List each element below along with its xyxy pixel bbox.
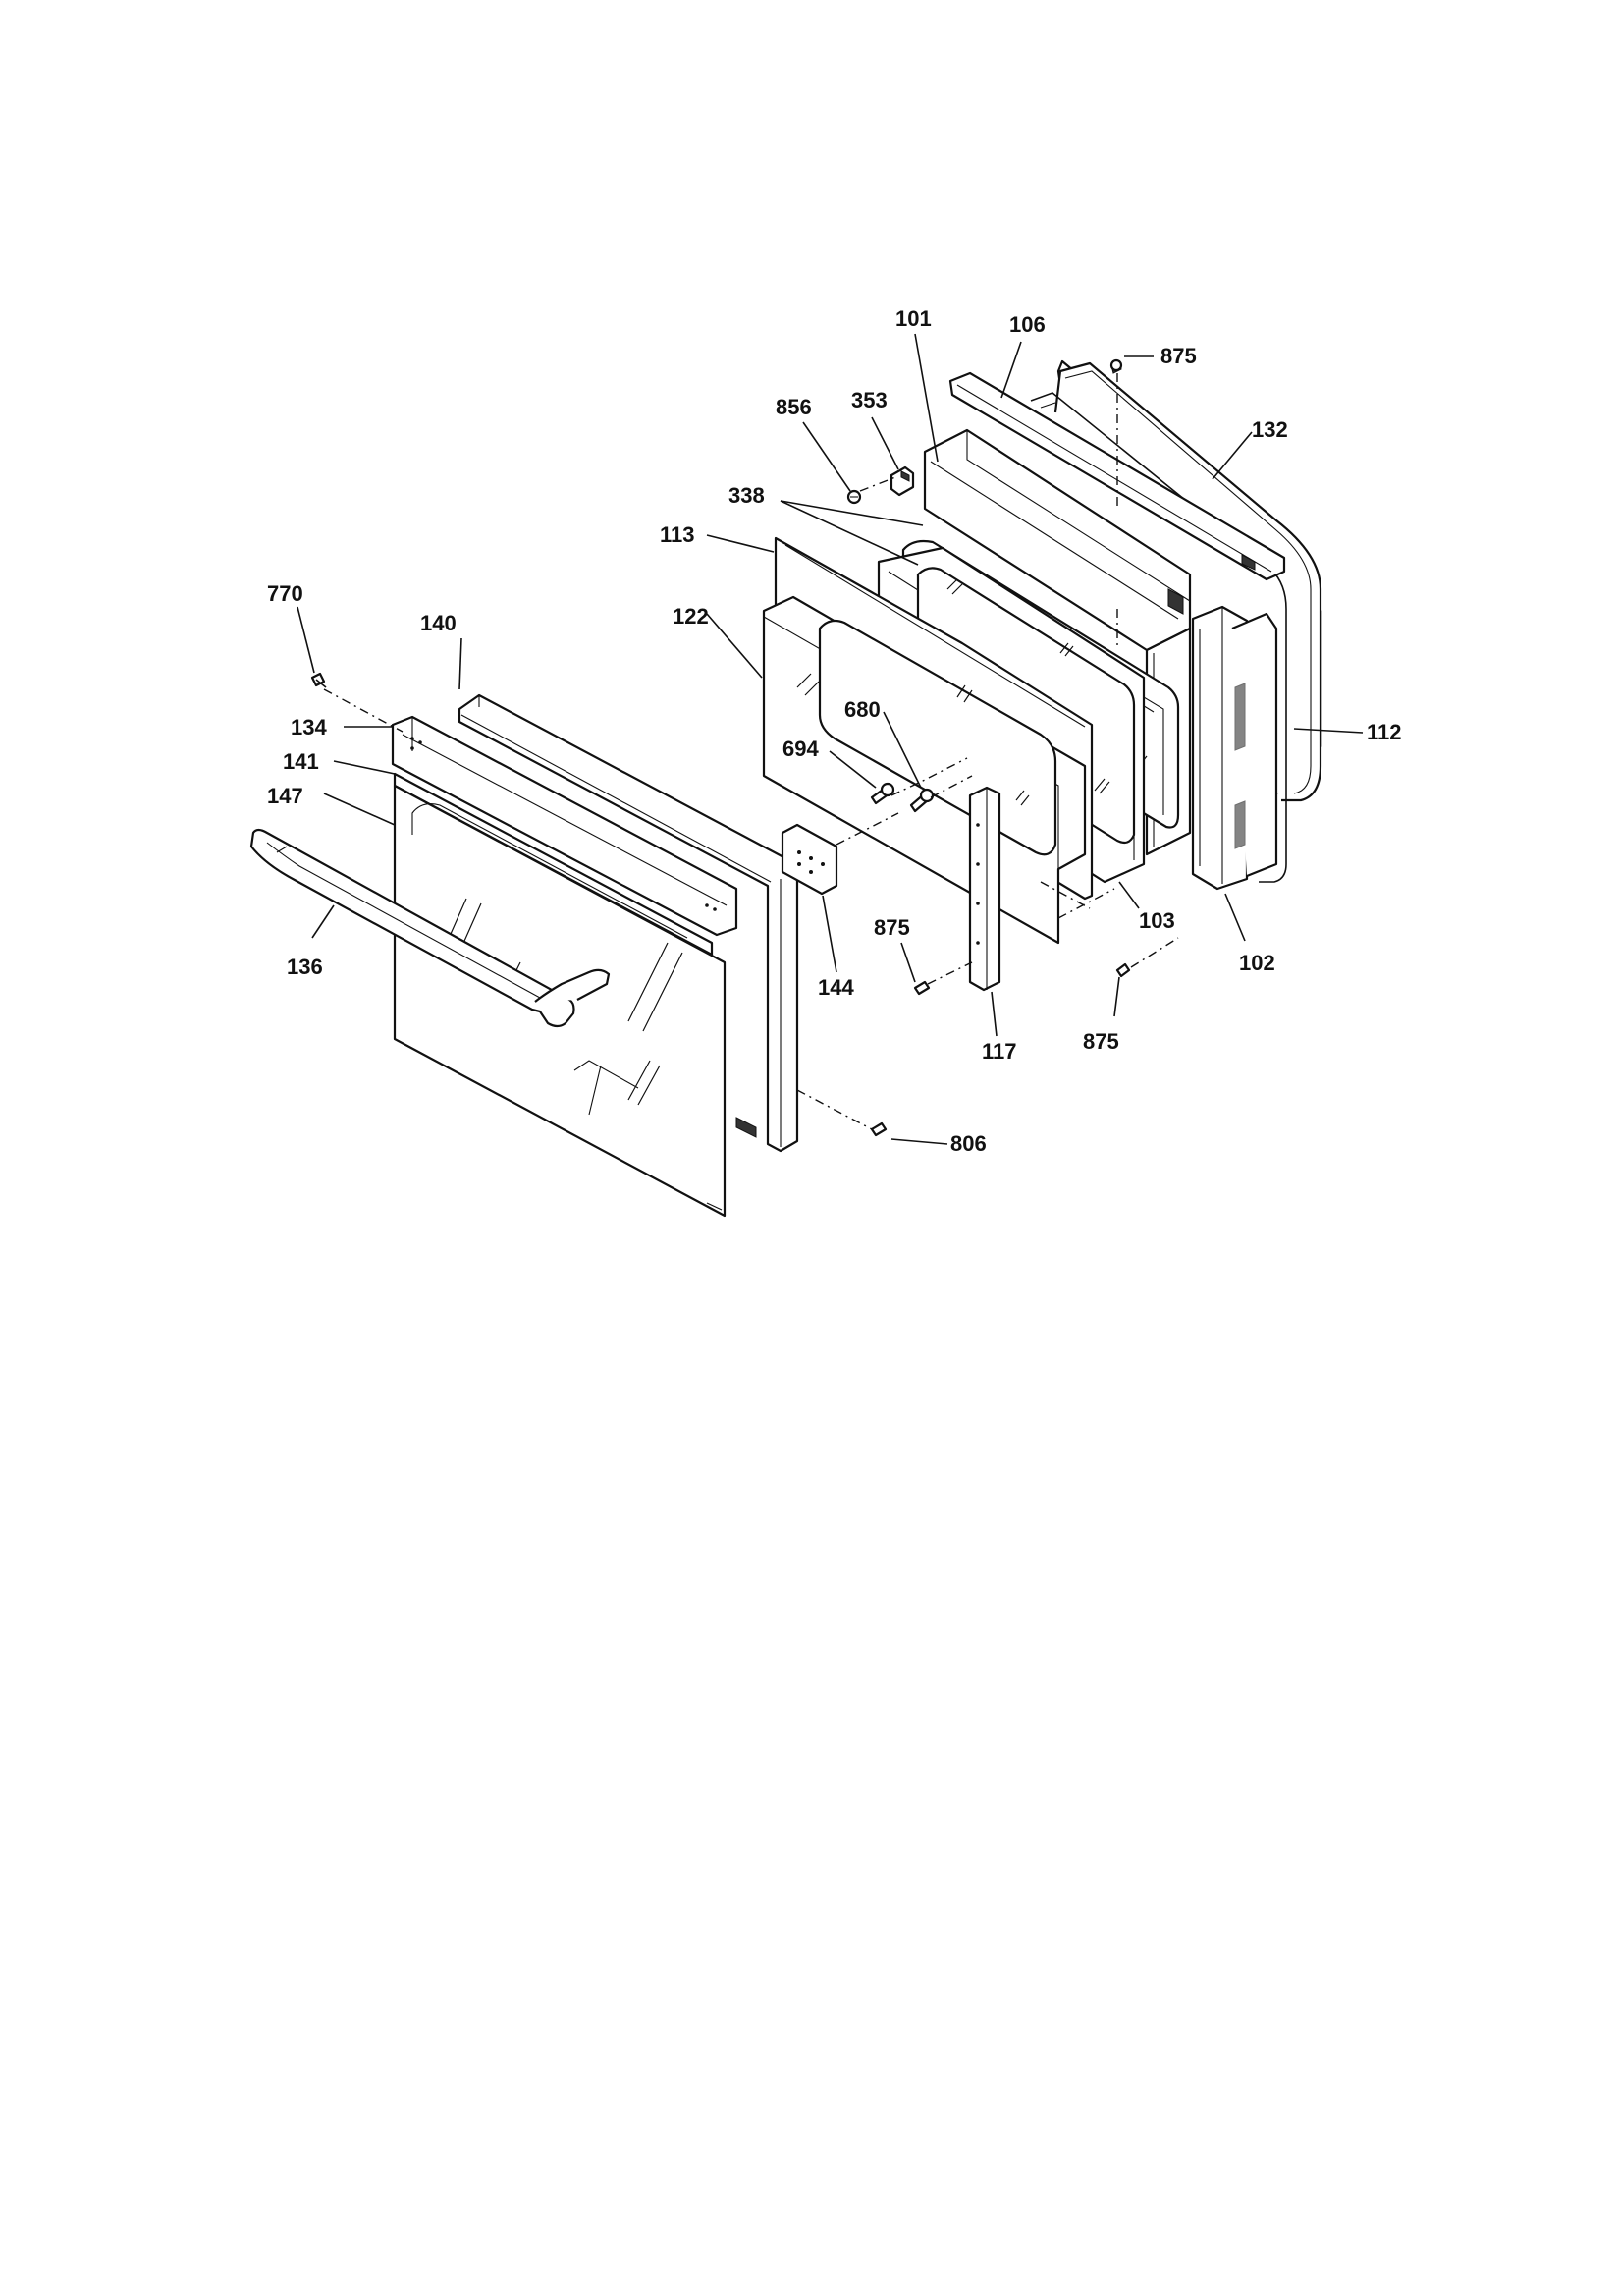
label-147: 147: [267, 784, 303, 808]
label-113: 113: [660, 522, 695, 547]
alignment-lines: [323, 373, 1179, 1130]
door-handle-136: [249, 828, 611, 1028]
label-144: 144: [818, 975, 854, 1000]
label-694: 694: [782, 737, 819, 761]
label-680: 680: [844, 697, 881, 722]
label-770: 770: [267, 581, 303, 606]
part-labels: 101 106 875 132 856 353 338 113 122 770 …: [267, 306, 1402, 1156]
label-117: 117: [982, 1039, 1017, 1064]
label-140: 140: [420, 611, 457, 635]
label-141: 141: [283, 749, 319, 774]
top-trim-134: [391, 715, 738, 937]
label-103: 103: [1139, 908, 1175, 933]
screw-694: [870, 782, 895, 805]
bracket-353: [890, 465, 915, 497]
label-806: 806: [950, 1131, 987, 1156]
label-875-mid: 875: [874, 915, 910, 940]
label-856: 856: [776, 395, 812, 419]
label-122: 122: [673, 604, 709, 629]
leader-lines: [297, 333, 1364, 1145]
label-353: 353: [851, 388, 888, 412]
screw-770: [310, 672, 327, 688]
label-136: 136: [287, 955, 323, 979]
hinge-bar-117: [968, 786, 1001, 992]
screw-680: [909, 788, 935, 813]
door-front-140: [458, 693, 799, 1153]
label-132: 132: [1252, 417, 1288, 442]
screw-875-top: [1109, 358, 1123, 374]
screw-875-mid: [913, 980, 931, 996]
label-875-right: 875: [1083, 1029, 1119, 1054]
side-channel-102: [1191, 605, 1278, 891]
label-106: 106: [1009, 312, 1046, 337]
hinge-plate-144: [781, 823, 838, 896]
label-102: 102: [1239, 951, 1275, 975]
screw-806: [870, 1121, 888, 1137]
screw-875-right: [1115, 962, 1131, 978]
label-134: 134: [291, 715, 327, 739]
label-101: 101: [895, 306, 932, 331]
label-112: 112: [1367, 720, 1402, 744]
label-338: 338: [728, 483, 765, 508]
screw-856: [846, 489, 862, 505]
label-875-top: 875: [1160, 344, 1197, 368]
